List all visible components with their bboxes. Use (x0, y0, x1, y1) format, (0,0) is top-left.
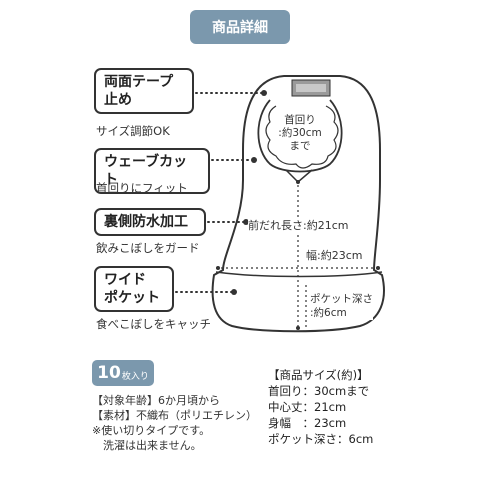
feature-box-tape: 両面テープ 止め (94, 68, 194, 114)
feature-title-line: 裏側防水加工 (104, 214, 188, 230)
feature-title-line: ポケット (104, 290, 160, 306)
spec-key: 首回り (268, 384, 303, 398)
pocket-label-line: :約6cm (310, 307, 347, 319)
spec-row: 中心丈：21cm (268, 399, 373, 415)
section-title-text: 商品詳細 (212, 20, 268, 36)
length-label: 前だれ長さ:約21cm (248, 219, 349, 233)
spec-sep: ： (302, 384, 315, 398)
feature-desc-tape: サイズ調節OK (96, 124, 170, 138)
quantity-number: 10 (97, 363, 121, 383)
feature-title-line: ウェーブカット (104, 154, 188, 188)
spec-key: 身幅 (268, 416, 291, 430)
spec-sep: ： (302, 400, 315, 414)
specs-title: 【商品サイズ(約)】 (268, 368, 369, 382)
spec-key: ポケット深さ (268, 432, 337, 446)
neck-label-line: 首回り (284, 114, 316, 126)
info-line: 洗濯は出来ません。 (92, 439, 202, 452)
feature-title-line: 止め (104, 92, 132, 108)
feature-box-waterproof: 裏側防水加工 (94, 208, 206, 236)
spec-value: 21cm (314, 400, 347, 414)
size-specs: 【商品サイズ(約)】 首回り：30cmまで 中心丈：21cm 身幅 ：23cm … (268, 367, 373, 447)
feature-desc-pocket: 食べこぼしをキャッチ (96, 317, 211, 331)
spec-value: 23cm (314, 416, 347, 430)
quantity-badge: 10 枚入り (92, 360, 154, 386)
feature-box-wave-cut: ウェーブカット (94, 148, 210, 194)
product-info: 【対象年齢】6か月頃から 【素材】不織布（ポリエチレン） ※使い切りタイプです。… (92, 393, 257, 453)
spec-row: 身幅 ：23cm (268, 415, 373, 431)
feature-box-pocket: ワイド ポケット (94, 266, 174, 312)
feature-title-line: 両面テープ (104, 74, 174, 90)
spec-sep: ： (337, 432, 349, 446)
width-label: 幅:約23cm (306, 249, 363, 263)
info-line: ※使い切りタイプです。 (92, 424, 211, 437)
spec-row: 首回り：30cmまで (268, 383, 373, 399)
spec-value: 6cm (348, 432, 374, 446)
info-line: 【対象年齢】6か月頃から (92, 394, 220, 407)
spec-row: ポケット深さ：6cm (268, 431, 373, 447)
feature-desc-wave-cut: 首回りにフィット (96, 181, 188, 195)
spec-key: 中心丈 (268, 400, 303, 414)
section-title: 商品詳細 (190, 10, 290, 44)
neck-size-label: 首回り :約30cm まで (276, 114, 324, 153)
spec-sep: ： (291, 416, 314, 430)
pocket-label-line: ポケット深さ (310, 293, 373, 305)
wave-cut-line (265, 105, 339, 169)
neck-label-line: :約30cm (278, 127, 322, 139)
neck-opening (257, 99, 343, 173)
spec-value: 30cmまで (314, 384, 370, 398)
feature-title-line: ワイド (104, 272, 146, 288)
neck-label-line: まで (289, 140, 311, 152)
info-line: 【素材】不織布（ポリエチレン） (92, 409, 257, 422)
pocket-line (215, 271, 383, 278)
pocket-depth-label: ポケット深さ :約6cm (310, 292, 373, 320)
quantity-unit: 枚入り (121, 372, 149, 382)
feature-desc-waterproof: 飲みこぼしをガード (96, 241, 200, 255)
